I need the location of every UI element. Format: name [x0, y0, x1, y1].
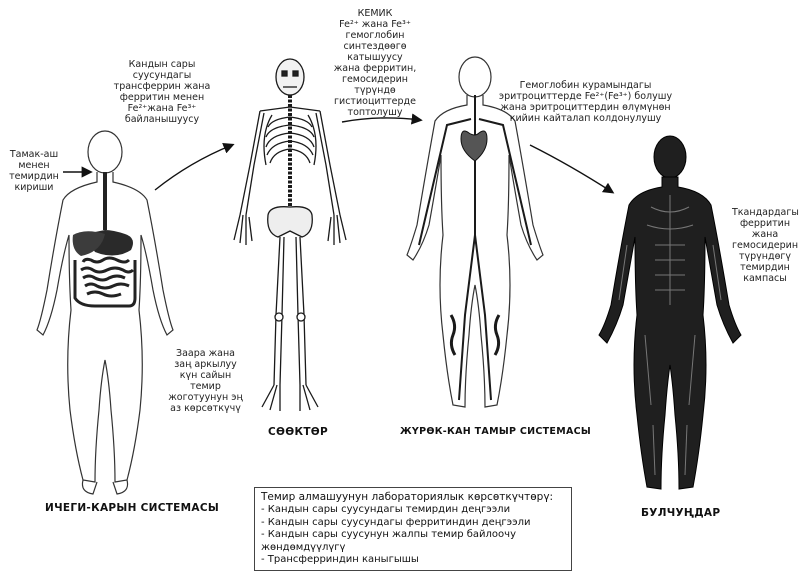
lab-indicator-item: - Кандын сары суусундагы темирдин деңгээ…	[261, 504, 565, 517]
arrow-cardio-to-muscles	[530, 145, 612, 192]
lab-indicators-title: Темир алмашуунун лабораториялык көрсөткү…	[261, 491, 565, 504]
lab-indicator-item: - Кандын сары суусундагы ферритиндин дең…	[261, 517, 565, 530]
intake-text: Тамак-аш менен темирдин кириши	[4, 149, 64, 193]
bone-marrow-text: КЕМИК Fe²⁺ жана Fe³⁺ гемоглобин синтездө…	[325, 8, 425, 118]
arrow-bones-to-cardio	[342, 118, 420, 122]
arrow-gi-to-bones	[155, 145, 232, 190]
label-cardio: ЖҮРӨК-КАН ТАМЫР СИСТЕМАСЫ	[400, 426, 591, 437]
tissues-text: Ткандардагы ферритин жана гемосидерин тү…	[732, 207, 798, 284]
lab-indicator-item: - Трансферриндин каныгышы	[261, 554, 565, 567]
lab-indicator-item: жөндөмдүүлүгү	[261, 542, 565, 555]
lab-indicators-box: Темир алмашуунун лабораториялык көрсөткү…	[254, 487, 572, 571]
transferrin-text: Кандын сары суусундагы трансферрин жана …	[107, 59, 217, 125]
lab-indicator-item: - Кандын сары суусунун жалпы темир байло…	[261, 529, 565, 542]
label-gi: ИЧЕГИ-КАРЫН СИСТЕМАСЫ	[45, 502, 219, 514]
label-skeleton: СӨӨКТӨР	[268, 426, 328, 438]
label-muscles: БУЛЧУҢДАР	[641, 507, 720, 519]
losses-text: Заара жана заң аркылуу күн сайын темир ж…	[158, 348, 253, 414]
hemoglobin-text: Гемоглобин курамындагы эритроциттерде Fe…	[493, 80, 678, 124]
